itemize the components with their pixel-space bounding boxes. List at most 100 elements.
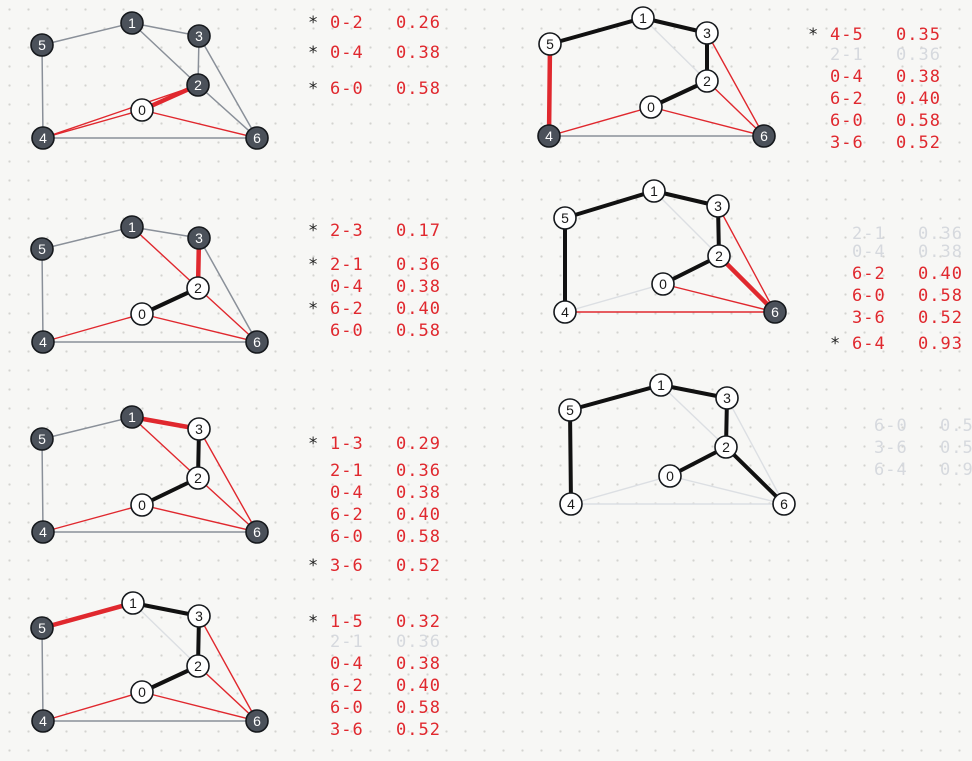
edge-name: 1-5	[330, 612, 364, 632]
node-circle	[30, 237, 54, 261]
node-label: 2	[194, 77, 202, 93]
edge-name: 6-0	[330, 321, 364, 341]
edge-name: 3-6	[830, 133, 864, 153]
edge-5-4-tree	[568, 408, 573, 506]
node-circle	[245, 126, 269, 150]
edge-weight: 0.58	[940, 416, 972, 436]
edge-name: 2-1	[330, 632, 364, 652]
edge-2-6-highlight	[716, 253, 778, 315]
edge-name: 4-5	[830, 25, 864, 45]
edge-2-6-gray	[197, 84, 258, 139]
node-circle	[649, 373, 673, 397]
node-label: 3	[703, 25, 711, 41]
node-label: 1	[128, 219, 136, 235]
selected-star-mark: *	[308, 255, 319, 275]
node-circle	[245, 330, 269, 354]
node-circle	[130, 302, 154, 326]
edge-5-1-tree	[548, 16, 645, 46]
node-2: 2	[695, 69, 719, 93]
node-label: 4	[561, 304, 569, 320]
node-5: 5	[558, 398, 582, 422]
edge-weight: 0.58	[396, 79, 441, 99]
edge-name: 0-4	[330, 483, 364, 503]
node-4: 4	[553, 300, 577, 324]
edge-0-4-faint	[564, 283, 664, 313]
edge-name: 2-1	[852, 224, 886, 244]
node-2: 2	[186, 276, 210, 300]
node-label: 3	[195, 28, 203, 44]
node-0: 0	[130, 680, 154, 704]
node-1: 1	[121, 591, 145, 615]
edge-3-6-red	[198, 428, 258, 533]
node-circle	[31, 520, 55, 544]
edge-weight: 0.38	[918, 242, 963, 262]
edge-3-6-red	[198, 615, 258, 722]
edge-weight: 0.52	[396, 556, 441, 576]
node-circle	[245, 520, 269, 544]
node-6: 6	[752, 124, 776, 148]
edge-weight: 0.40	[896, 89, 941, 109]
edge-0-6-red	[141, 504, 258, 533]
selected-star-mark: *	[308, 79, 319, 99]
node-0: 0	[651, 272, 675, 296]
selected-star-mark: *	[830, 334, 841, 354]
node-circle	[706, 194, 730, 218]
edge-0-6-red	[141, 313, 258, 343]
node-4: 4	[31, 520, 55, 544]
edge-weight: 0.36	[896, 45, 941, 65]
node-circle	[763, 300, 787, 324]
node-label: 6	[253, 524, 261, 540]
node-1: 1	[120, 405, 144, 429]
edge-name: 6-0	[330, 79, 364, 99]
edge-2-6-red	[197, 477, 258, 533]
edge-weight: 0.35	[896, 25, 941, 45]
edge-weight: 0.36	[396, 255, 441, 275]
edge-3-6-red	[706, 32, 765, 137]
edge-0-6-red	[141, 691, 258, 722]
edge-weight: 0.52	[918, 308, 963, 328]
list-item: 3-60.52	[874, 438, 972, 458]
edge-name: 2-1	[330, 255, 364, 275]
edge-name: 6-0	[852, 286, 886, 306]
edge-2-6-red	[706, 80, 765, 137]
node-1: 1	[120, 215, 144, 239]
node-label: 0	[666, 468, 674, 484]
node-3: 3	[187, 226, 211, 250]
node-circle	[245, 709, 269, 733]
node-5: 5	[538, 32, 562, 56]
node-6: 6	[245, 709, 269, 733]
node-circle	[31, 330, 55, 354]
node-label: 3	[195, 421, 203, 437]
node-circle	[707, 244, 731, 268]
edge-5-1-gray	[41, 226, 133, 250]
edge-0-4-faint	[570, 475, 671, 505]
edge-name: 6-4	[874, 460, 908, 480]
node-label: 1	[639, 10, 647, 26]
node-circle	[553, 206, 577, 230]
node-label: 4	[567, 496, 575, 512]
edge-weight: 0.52	[396, 720, 441, 740]
edge-1-2-red	[131, 416, 199, 479]
node-circle	[553, 300, 577, 324]
edge-weight: 0.38	[396, 43, 441, 63]
node-label: 4	[39, 130, 47, 146]
edge-weight: 0.40	[918, 264, 963, 284]
edge-5-1-gray	[41, 22, 133, 46]
edge-name: 0-4	[830, 67, 864, 87]
node-0: 0	[639, 95, 663, 119]
edge-name: 6-2	[330, 299, 364, 319]
edge-weight: 0.29	[396, 434, 441, 454]
edge-3-6-gray	[198, 237, 258, 343]
node-label: 2	[715, 248, 723, 264]
node-circle	[187, 24, 211, 48]
node-label: 5	[566, 402, 574, 418]
edge-0-4-red	[42, 504, 143, 533]
